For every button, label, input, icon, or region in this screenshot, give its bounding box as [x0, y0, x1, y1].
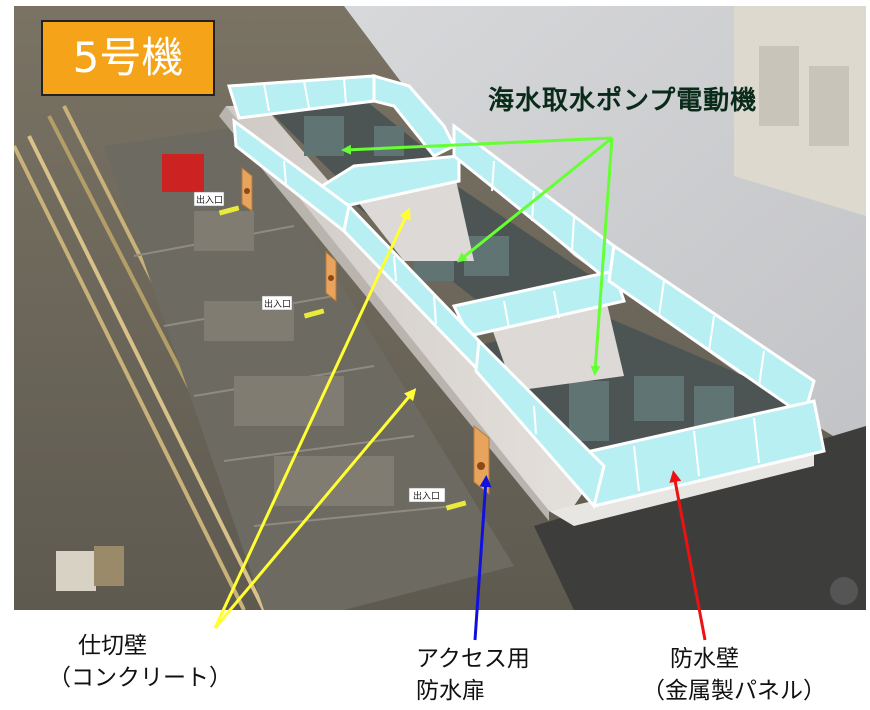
partition-wall-label-line2: （コンクリート）	[48, 665, 232, 691]
door-sign-2: 出入口	[264, 298, 291, 310]
pump-motor-label: 海水取水ポンプ電動機	[488, 86, 758, 116]
unit-label: 5号機	[41, 20, 215, 96]
waterproof-wall-label-line2: （金属製パネル）	[642, 678, 826, 704]
red-cart	[162, 154, 204, 192]
door-sign-3: 出入口	[413, 490, 440, 502]
access-door-label-line2: 防水扉	[416, 678, 485, 704]
door-sign-1: 出入口	[196, 194, 223, 206]
waterproof-wall-label-line1: 防水壁	[670, 646, 739, 672]
partition-wall-label: 仕切壁 （コンクリート）	[48, 630, 232, 694]
access-door-label-line1: アクセス用	[416, 646, 530, 672]
partition-wall-label-line1: 仕切壁	[78, 633, 147, 659]
waterproof-wall-label: 防水壁 （金属製パネル）	[642, 643, 826, 707]
access-door-label: アクセス用 防水扉	[416, 643, 530, 707]
